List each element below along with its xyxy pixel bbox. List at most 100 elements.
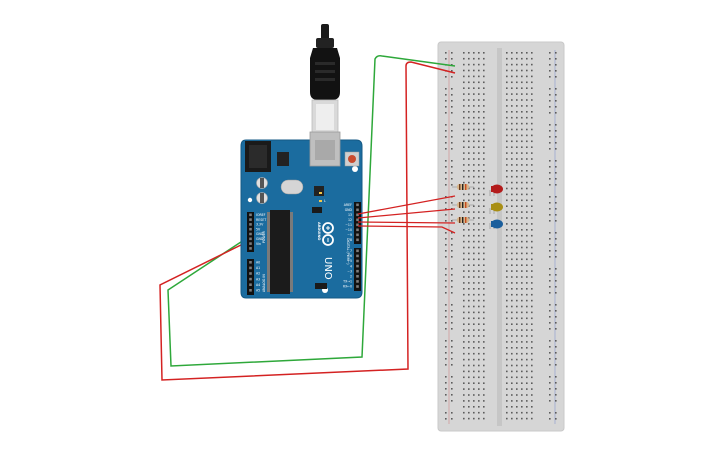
- breadboard-hole[interactable]: [549, 58, 551, 60]
- breadboard-hole[interactable]: [506, 411, 508, 414]
- breadboard-hole[interactable]: [521, 358, 523, 361]
- header-pin[interactable]: [249, 242, 252, 245]
- breadboard-hole[interactable]: [451, 304, 453, 306]
- breadboard-hole[interactable]: [483, 57, 485, 60]
- breadboard-hole[interactable]: [463, 69, 465, 72]
- breadboard-hole[interactable]: [473, 164, 475, 166]
- breadboard-hole[interactable]: [468, 276, 470, 278]
- breadboard-hole[interactable]: [511, 146, 513, 148]
- breadboard-hole[interactable]: [445, 388, 447, 390]
- breadboard-hole[interactable]: [549, 160, 551, 162]
- breadboard-hole[interactable]: [506, 52, 508, 54]
- breadboard-hole[interactable]: [506, 394, 508, 396]
- breadboard-hole[interactable]: [483, 288, 485, 290]
- breadboard-hole[interactable]: [463, 170, 465, 172]
- breadboard-hole[interactable]: [526, 146, 528, 148]
- breadboard-hole[interactable]: [473, 217, 475, 219]
- breadboard-hole[interactable]: [468, 311, 470, 314]
- breadboard-hole[interactable]: [483, 352, 485, 355]
- breadboard-hole[interactable]: [483, 406, 485, 408]
- breadboard-hole[interactable]: [526, 358, 528, 361]
- breadboard-hole[interactable]: [506, 211, 508, 213]
- breadboard-hole[interactable]: [511, 406, 513, 408]
- breadboard-hole[interactable]: [521, 376, 523, 379]
- breadboard-hole[interactable]: [511, 400, 513, 402]
- breadboard-hole[interactable]: [483, 69, 485, 72]
- breadboard-hole[interactable]: [463, 193, 465, 196]
- breadboard-hole[interactable]: [483, 258, 485, 261]
- breadboard-hole[interactable]: [451, 292, 453, 294]
- breadboard-hole[interactable]: [506, 87, 508, 89]
- breadboard-hole[interactable]: [506, 111, 508, 113]
- breadboard-hole[interactable]: [451, 184, 453, 186]
- breadboard-hole[interactable]: [473, 81, 475, 84]
- breadboard-hole[interactable]: [521, 69, 523, 72]
- breadboard-hole[interactable]: [526, 181, 528, 184]
- breadboard-hole[interactable]: [531, 128, 533, 131]
- breadboard-hole[interactable]: [463, 223, 465, 225]
- breadboard-hole[interactable]: [531, 358, 533, 361]
- breadboard-hole[interactable]: [521, 134, 523, 137]
- breadboard-hole[interactable]: [516, 99, 518, 101]
- breadboard-hole[interactable]: [516, 181, 518, 184]
- breadboard-hole[interactable]: [468, 293, 470, 296]
- breadboard-hole[interactable]: [526, 193, 528, 196]
- breadboard-hole[interactable]: [521, 258, 523, 261]
- breadboard-hole[interactable]: [473, 305, 475, 308]
- breadboard-hole[interactable]: [451, 124, 453, 126]
- breadboard-hole[interactable]: [451, 202, 453, 204]
- breadboard-hole[interactable]: [506, 329, 508, 331]
- breadboard-hole[interactable]: [478, 400, 480, 402]
- breadboard-hole[interactable]: [549, 256, 551, 258]
- breadboard-hole[interactable]: [463, 311, 465, 314]
- breadboard-hole[interactable]: [473, 388, 475, 390]
- breadboard-hole[interactable]: [473, 93, 475, 95]
- breadboard-hole[interactable]: [555, 196, 557, 198]
- breadboard-hole[interactable]: [468, 69, 470, 72]
- breadboard-hole[interactable]: [549, 280, 551, 282]
- breadboard-hole[interactable]: [521, 146, 523, 148]
- breadboard-hole[interactable]: [516, 205, 518, 207]
- breadboard-hole[interactable]: [468, 382, 470, 384]
- breadboard-hole[interactable]: [531, 264, 533, 266]
- breadboard-hole[interactable]: [483, 93, 485, 95]
- breadboard-hole[interactable]: [483, 217, 485, 219]
- breadboard-hole[interactable]: [521, 87, 523, 89]
- breadboard-hole[interactable]: [506, 223, 508, 225]
- breadboard-hole[interactable]: [521, 158, 523, 160]
- breadboard-hole[interactable]: [468, 193, 470, 196]
- breadboard-hole[interactable]: [468, 116, 470, 119]
- breadboard-hole[interactable]: [526, 394, 528, 396]
- breadboard-hole[interactable]: [445, 310, 447, 312]
- header-pin[interactable]: [356, 264, 359, 268]
- breadboard-hole[interactable]: [516, 382, 518, 384]
- breadboard-hole[interactable]: [445, 214, 447, 216]
- breadboard-hole[interactable]: [478, 152, 480, 154]
- breadboard-hole[interactable]: [511, 116, 513, 119]
- breadboard-hole[interactable]: [555, 130, 557, 132]
- breadboard-hole[interactable]: [483, 111, 485, 113]
- breadboard-hole[interactable]: [516, 199, 518, 202]
- breadboard-hole[interactable]: [506, 181, 508, 184]
- breadboard-hole[interactable]: [445, 346, 447, 348]
- breadboard-hole[interactable]: [445, 274, 447, 276]
- breadboard-hole[interactable]: [451, 316, 453, 318]
- breadboard-hole[interactable]: [445, 304, 447, 306]
- header-pin[interactable]: [356, 203, 359, 207]
- breadboard-hole[interactable]: [478, 170, 480, 172]
- breadboard-hole[interactable]: [468, 217, 470, 219]
- breadboard-hole[interactable]: [516, 417, 518, 420]
- breadboard-hole[interactable]: [445, 376, 447, 378]
- breadboard-hole[interactable]: [451, 256, 453, 258]
- header-pin[interactable]: [356, 223, 359, 227]
- breadboard-hole[interactable]: [483, 99, 485, 101]
- breadboard-hole[interactable]: [445, 286, 447, 288]
- breadboard-hole[interactable]: [478, 323, 480, 325]
- breadboard-hole[interactable]: [531, 205, 533, 207]
- breadboard-hole[interactable]: [555, 382, 557, 384]
- breadboard-hole[interactable]: [468, 282, 470, 284]
- breadboard-hole[interactable]: [473, 105, 475, 107]
- breadboard-hole[interactable]: [511, 187, 513, 190]
- breadboard-hole[interactable]: [445, 184, 447, 186]
- breadboard-hole[interactable]: [516, 376, 518, 379]
